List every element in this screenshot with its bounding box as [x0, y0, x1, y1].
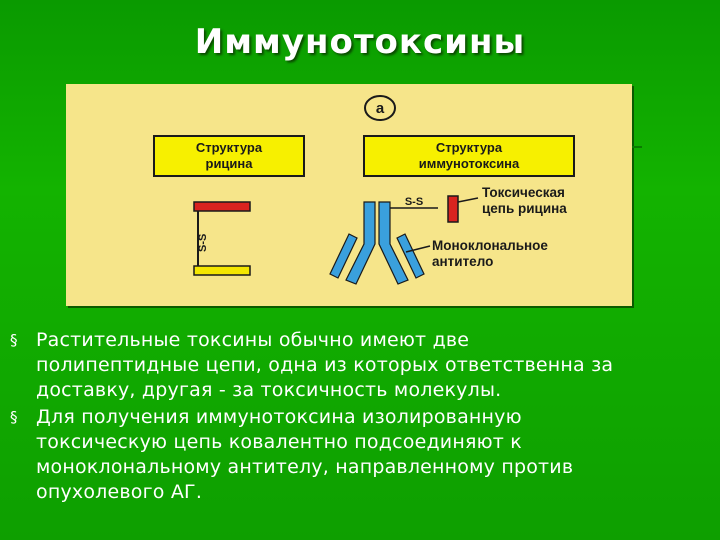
immunotoxin-disulfide-label: S-S — [405, 196, 423, 208]
panel-marker-label: а — [376, 100, 385, 117]
decorative-line — [632, 146, 642, 148]
toxic-chain — [447, 195, 459, 223]
antibody-light-chain-right — [396, 233, 425, 279]
toxic-chain-label-line-1: Токсическая — [482, 185, 565, 200]
ricin-box-line-2: рицина — [206, 156, 254, 171]
antibody-heavy-chain-right — [378, 201, 409, 285]
bullet-marker-icon: § — [10, 331, 18, 349]
bullet-line: доставку, другая - за токсичность молеку… — [36, 379, 502, 401]
bullet-list: § Растительные токсины обычно имеют две … — [10, 328, 710, 507]
ricin-structure-box: Структура рицина — [153, 135, 305, 177]
antibody-heavy-chain-left — [345, 201, 376, 285]
toxic-chain-pointer — [457, 197, 479, 203]
antibody-label-line-1: Моноклональное — [432, 238, 548, 253]
immunotoxin-structure-box: Структура иммунотоксина — [363, 135, 575, 177]
antibody-label-line-2: антитело — [432, 254, 493, 269]
panel-marker: а — [364, 95, 396, 121]
antibody-pointer — [405, 245, 431, 253]
immunotoxin-molecule: S-S — [329, 195, 479, 285]
ricin-b-chain — [193, 265, 251, 276]
bullet-item: § Растительные токсины обычно имеют две … — [10, 328, 710, 403]
immunotoxin-box-line-1: Структура — [436, 140, 503, 155]
immunotoxin-box-line-2: иммунотоксина — [419, 156, 520, 171]
toxic-chain-label-line-2: цепь рицина — [482, 201, 567, 216]
ricin-molecule: S-S — [193, 201, 251, 276]
ricin-disulfide-label: S-S — [197, 234, 209, 252]
slide-title: Иммунотоксины — [194, 22, 526, 62]
antibody-light-chain-left — [329, 233, 358, 279]
bullet-line: опухолевого АГ. — [36, 481, 203, 503]
immunotoxin-figure: а Структура рицина Структура иммунотокси… — [66, 84, 632, 306]
bullet-marker-icon: § — [10, 408, 18, 426]
bullet-line: токсическую цепь ковалентно подсоединяют… — [36, 431, 522, 453]
bullet-line: полипептидные цепи, одна из которых отве… — [36, 354, 614, 376]
immunotoxin-diagram: а Структура рицина Структура иммунотокси… — [153, 95, 575, 285]
ricin-a-chain — [193, 201, 251, 212]
bullet-line: Для получения иммунотоксина изолированну… — [36, 406, 522, 428]
bullet-item: § Для получения иммунотоксина изолирован… — [10, 405, 710, 505]
bullet-line: Растительные токсины обычно имеют две — [36, 329, 470, 351]
ricin-box-line-1: Структура — [196, 140, 263, 155]
bullet-line: моноклональному антителу, направленному … — [36, 456, 574, 478]
